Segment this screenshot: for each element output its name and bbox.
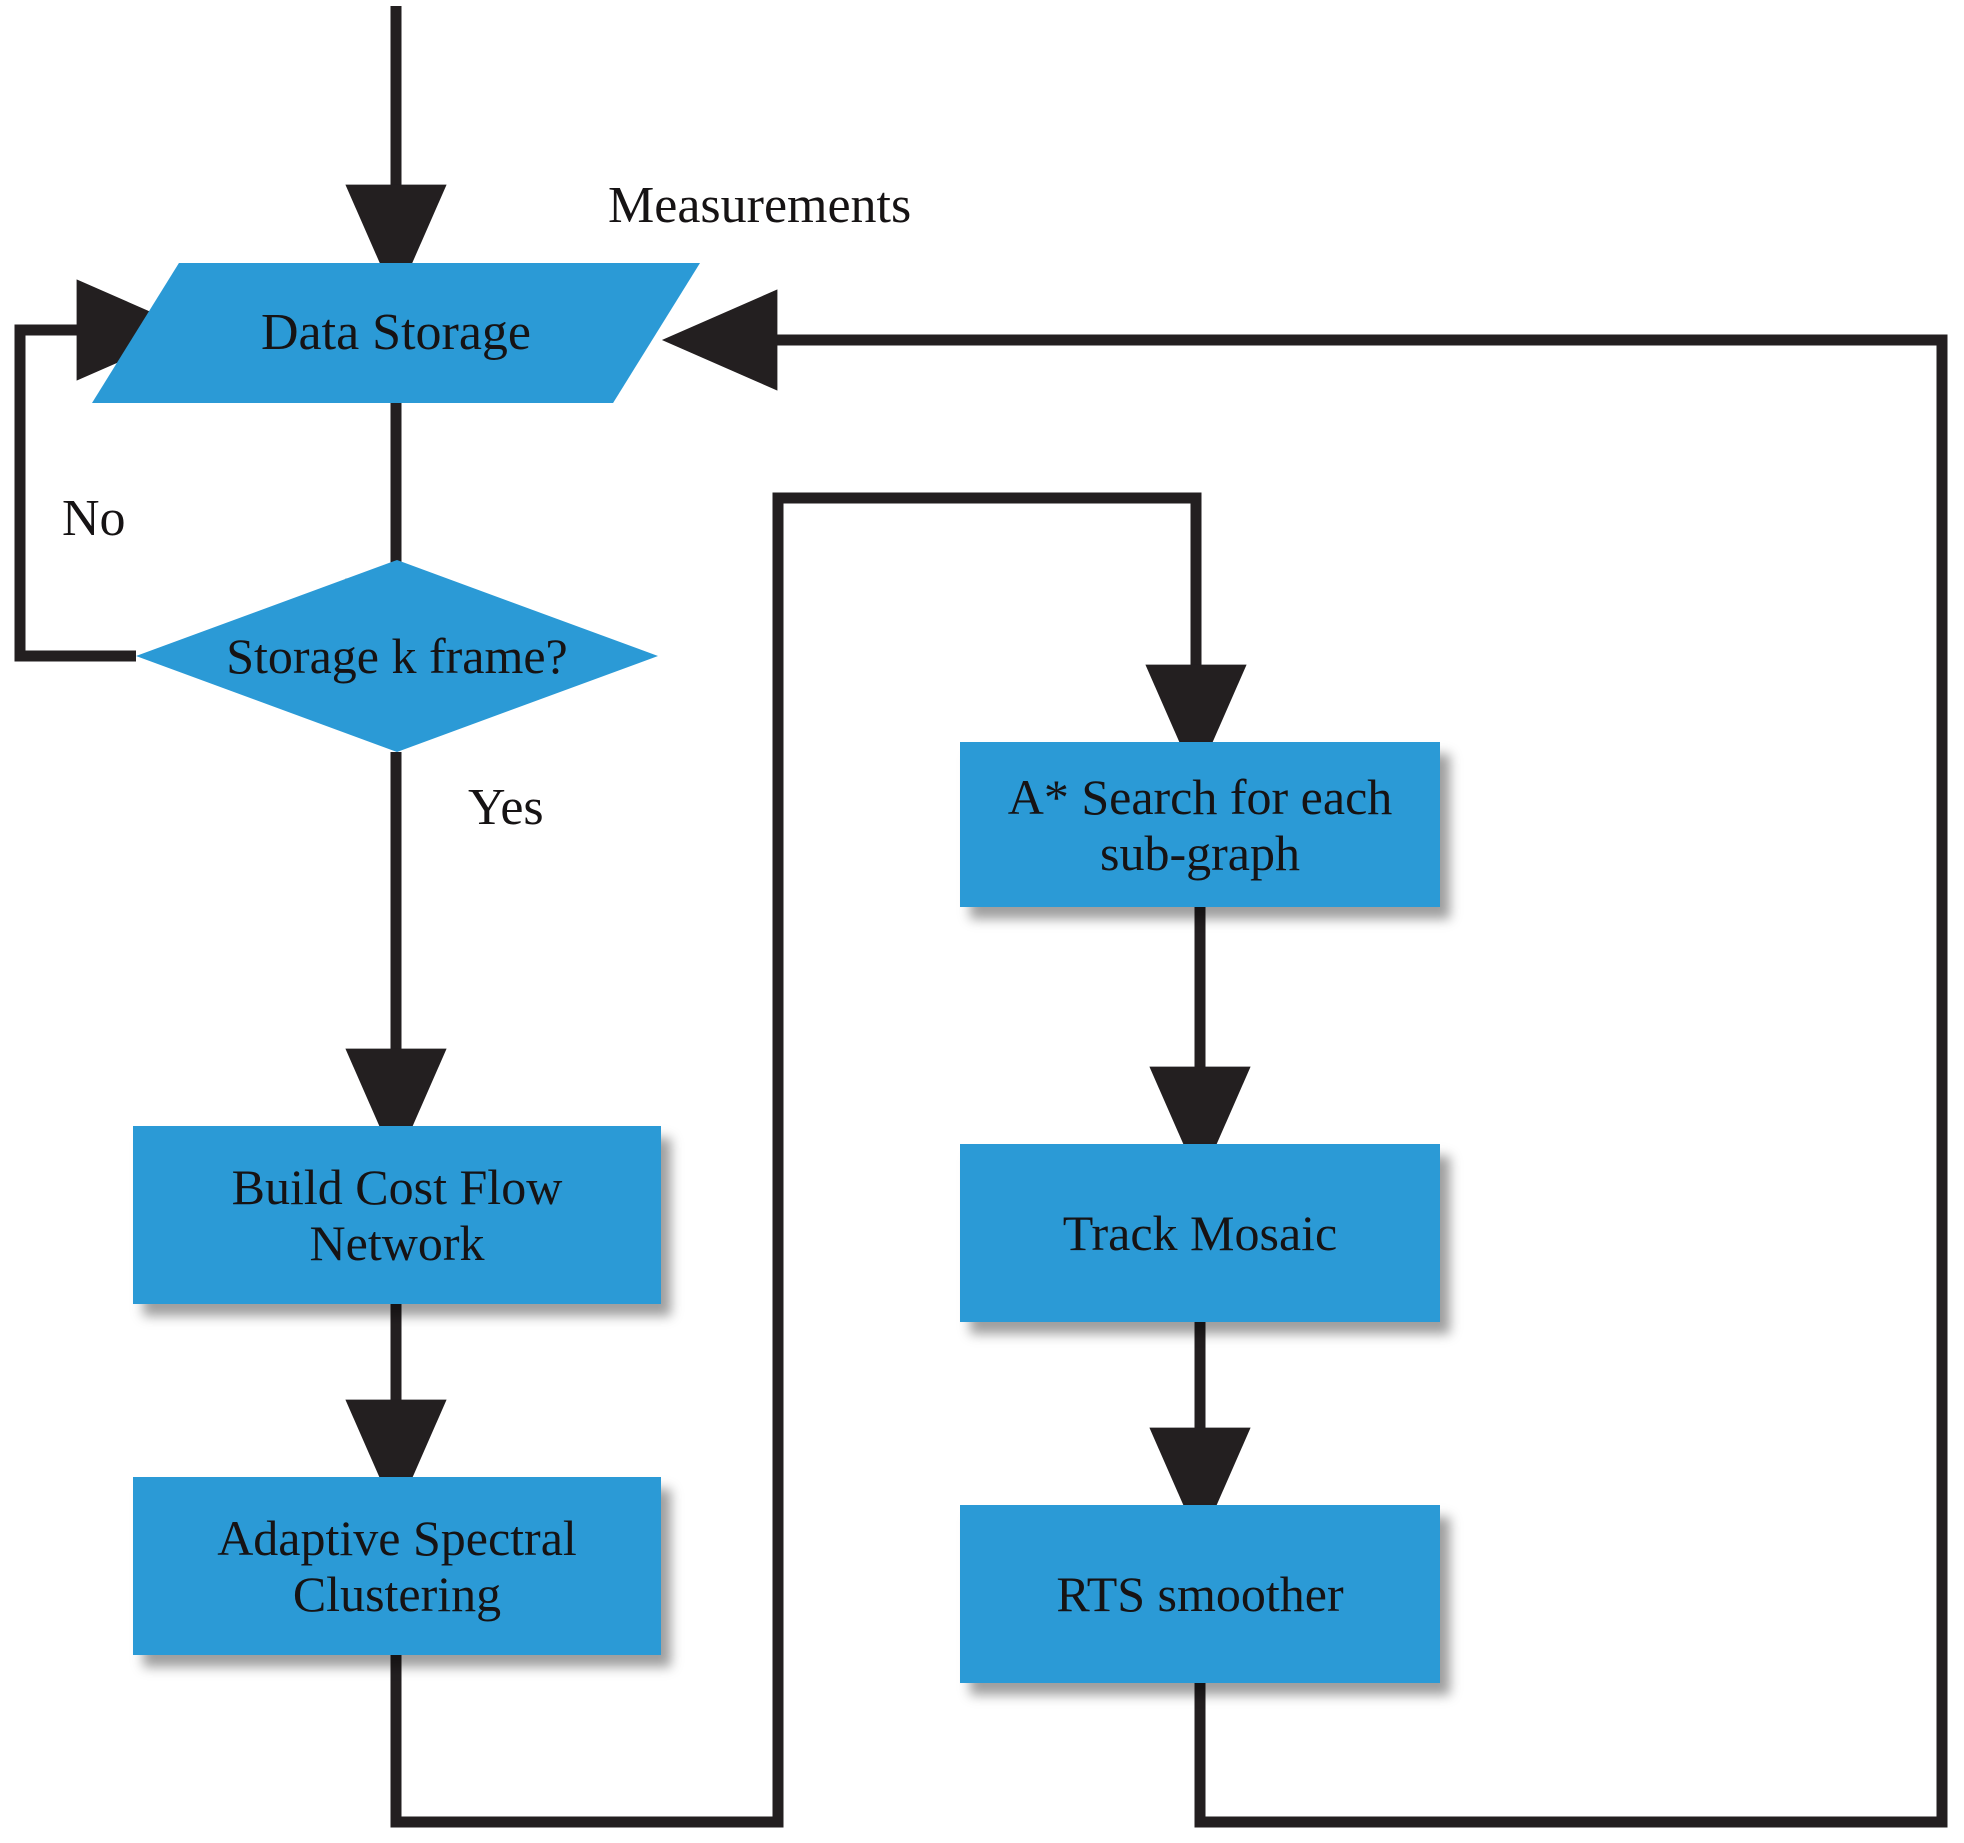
node-data-storage[interactable]: Data Storage — [92, 263, 700, 403]
node-build-cost-flow-network[interactable]: Build Cost Flow Network — [133, 1126, 661, 1304]
edge-label-measurements: Measurements — [608, 177, 912, 234]
node-track-mosaic-label: Track Mosaic — [1062, 1205, 1338, 1261]
node-data-storage-label: Data Storage — [260, 303, 531, 361]
node-adaptive-spectral-clustering-label: Adaptive Spectral Clustering — [217, 1510, 577, 1622]
node-storage-k-frame-label: Storage k frame? — [226, 628, 568, 684]
edge-rts-to-data-storage — [661, 289, 1948, 1828]
node-a-star-search-label: A* Search for each sub-graph — [1007, 768, 1393, 881]
node-rts-smoother-label: RTS smoother — [1056, 1566, 1344, 1622]
node-a-star-search[interactable]: A* Search for each sub-graph — [960, 742, 1440, 907]
node-storage-k-frame[interactable]: Storage k frame? — [136, 560, 658, 752]
node-build-cost-flow-network-label: Build Cost Flow Network — [231, 1159, 563, 1271]
edge-label-no: No — [62, 490, 126, 547]
edge-label-yes: Yes — [468, 779, 544, 836]
node-track-mosaic[interactable]: Track Mosaic — [960, 1144, 1440, 1322]
data-storage-shape — [92, 263, 700, 403]
edge-no-branch-loop — [14, 279, 193, 662]
node-rts-smoother[interactable]: RTS smoother — [960, 1505, 1440, 1683]
node-adaptive-spectral-clustering[interactable]: Adaptive Spectral Clustering — [133, 1477, 661, 1655]
edge-clustering-to-a-star — [390, 492, 1247, 1828]
